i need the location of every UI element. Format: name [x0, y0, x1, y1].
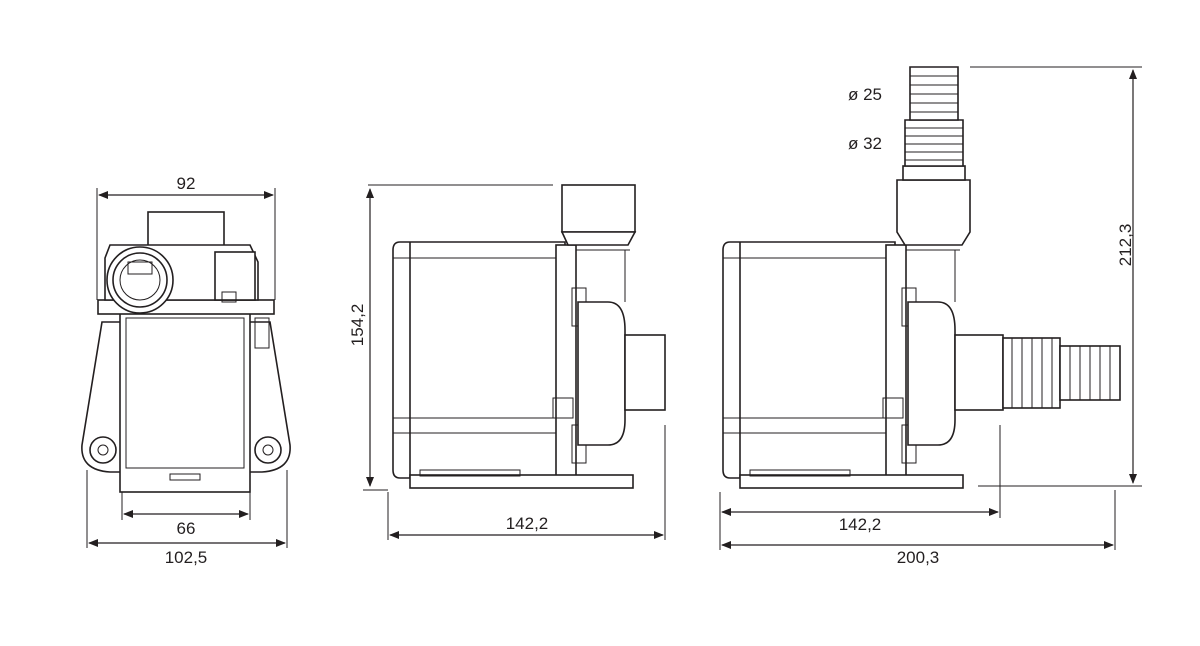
dim-label-front-base-width: 66 [177, 519, 196, 538]
dim-label-front-top-width: 92 [177, 174, 196, 193]
front-view: 92 66 102,5 [81, 174, 291, 567]
dim-label-side-length: 142,2 [506, 514, 549, 533]
side-view: 154,2 142,2 [348, 184, 666, 540]
dim-label-overall-length: 200,3 [897, 548, 940, 567]
barb-label-32: ø 32 [848, 134, 882, 153]
dim-label-body-length: 142,2 [839, 515, 882, 534]
dim-label-overall-height: 212,3 [1116, 224, 1135, 267]
dim-label-front-overall-width: 102,5 [165, 548, 208, 567]
dim-label-side-height: 154,2 [348, 304, 367, 347]
side-view-with-hose-barbs: ø 25 ø 32 212,3 142,2 200,3 [719, 66, 1142, 567]
barb-label-25: ø 25 [848, 85, 882, 104]
